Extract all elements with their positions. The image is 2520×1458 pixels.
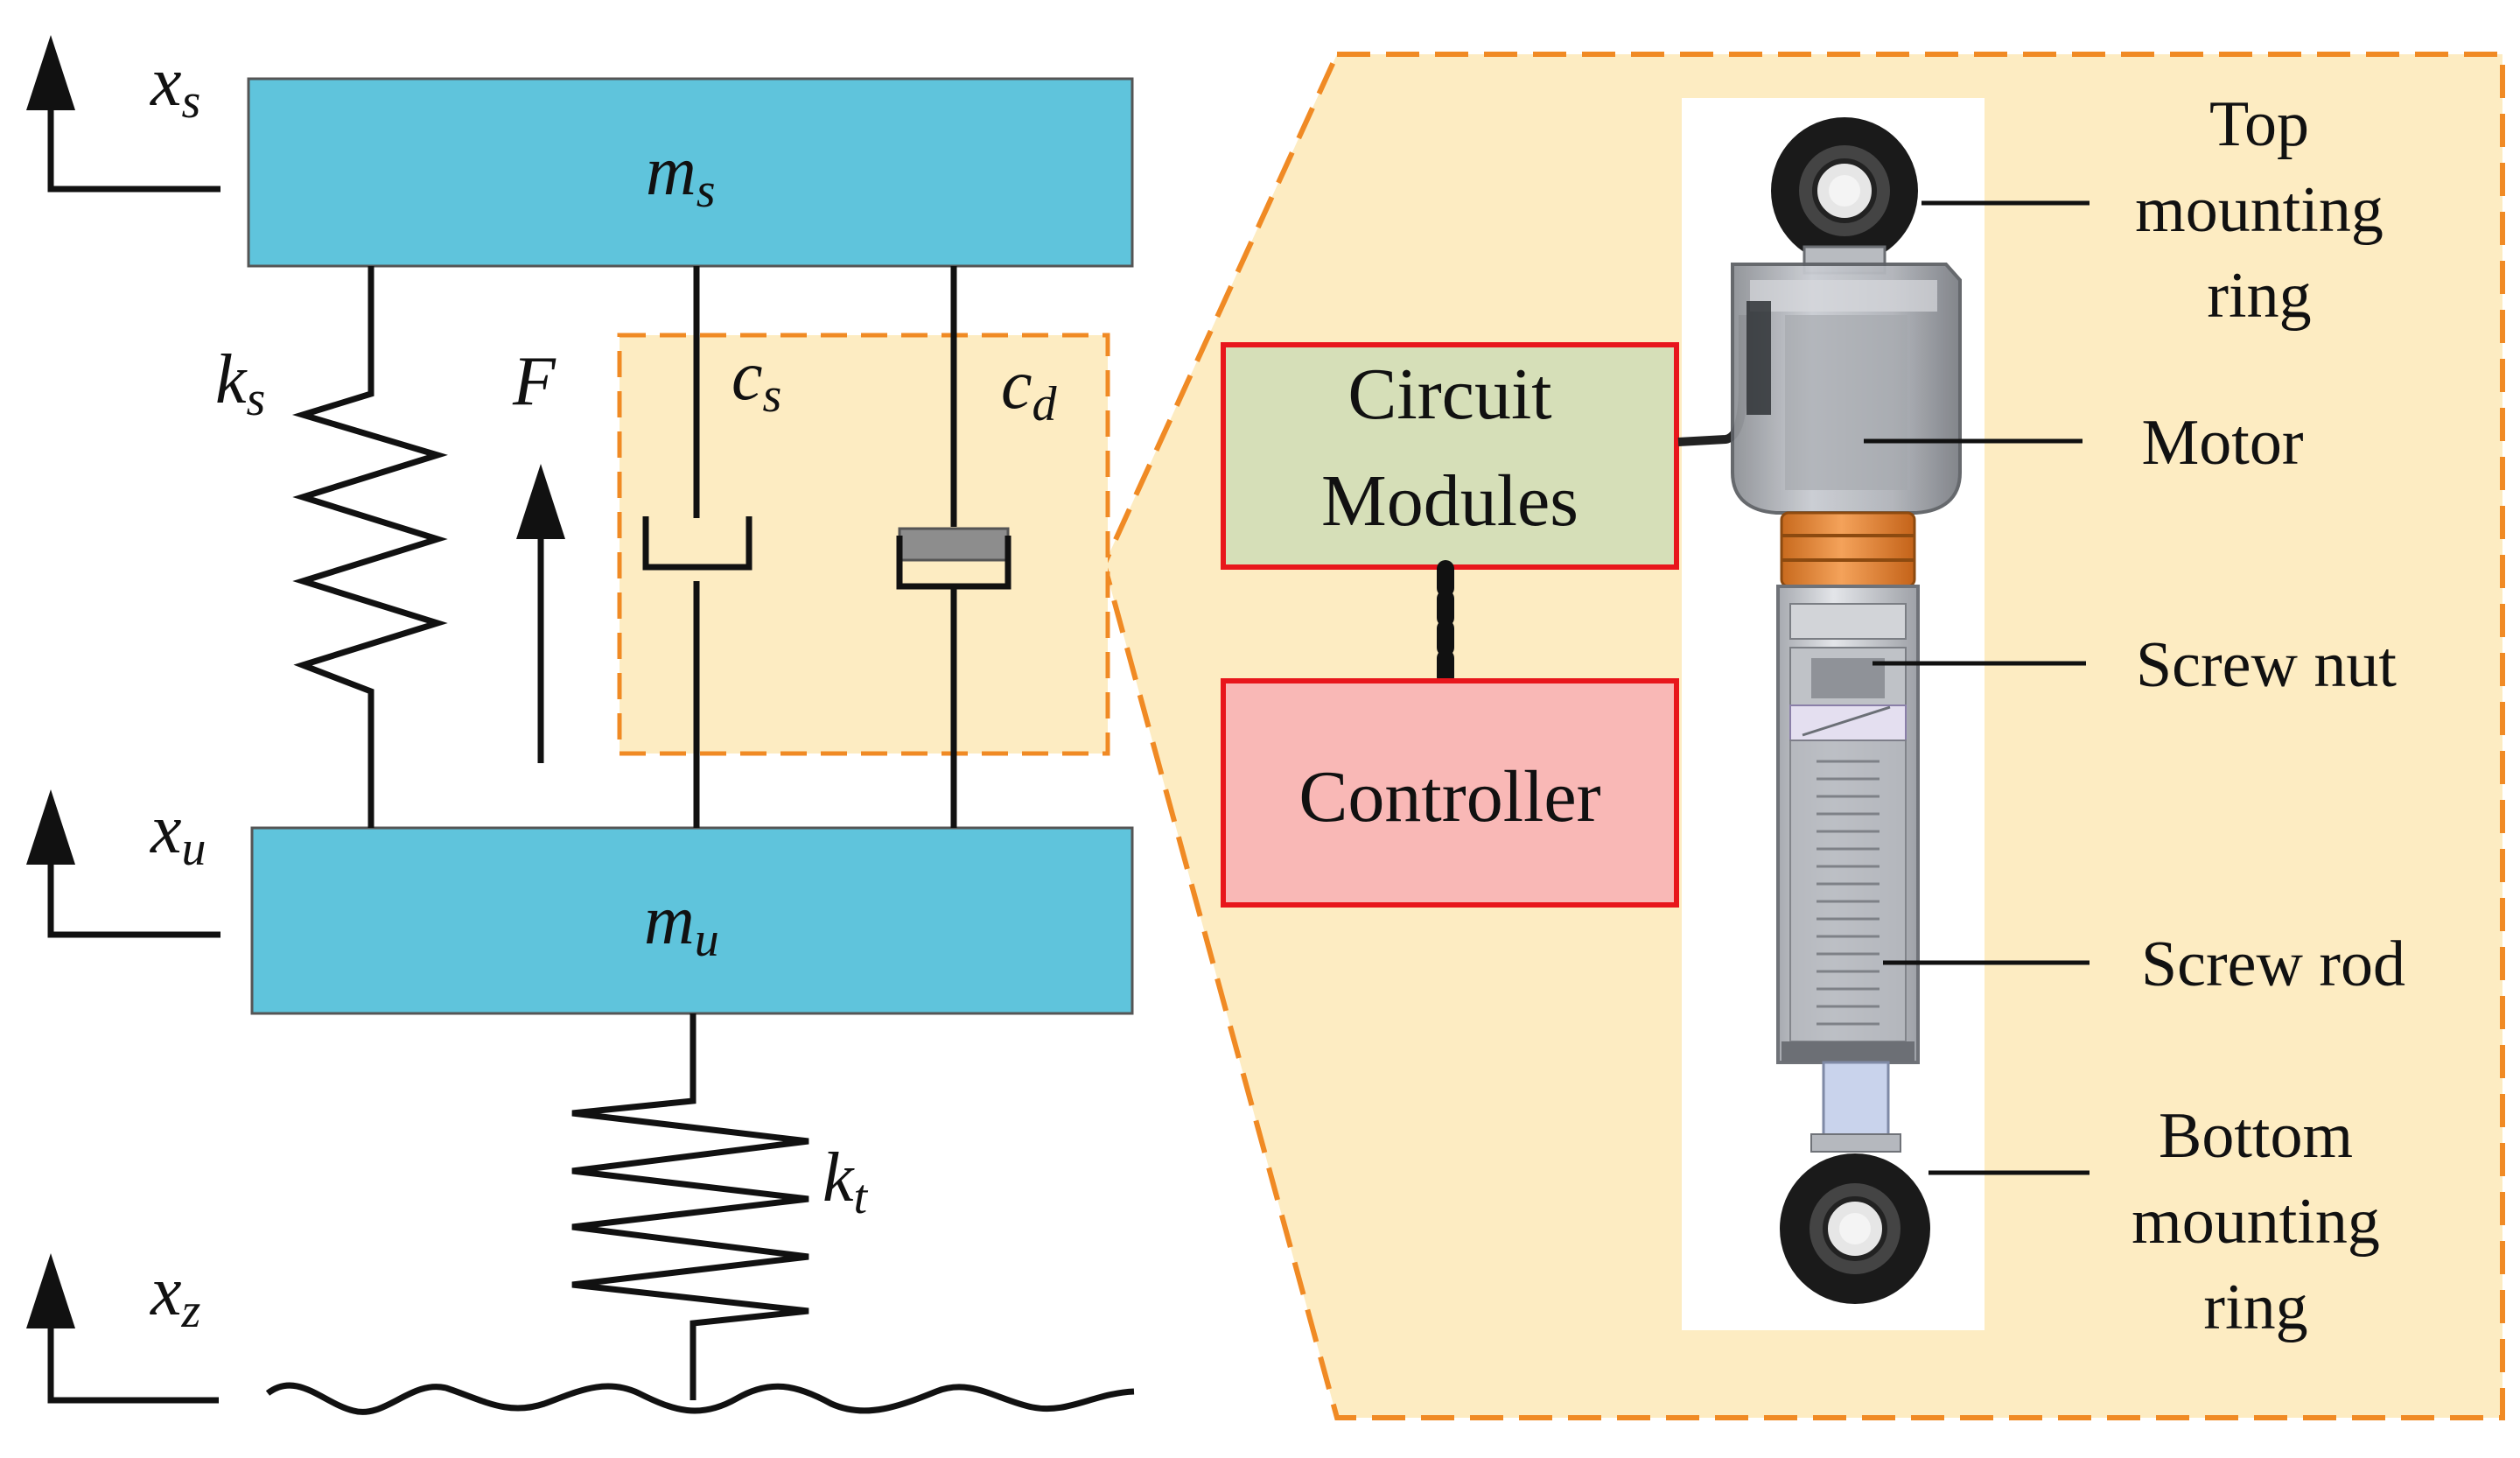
callout-bottom-ring-line3: ring (2203, 1272, 2307, 1343)
coordinate-xs (47, 86, 220, 193)
label-force: F (512, 343, 556, 420)
circuit-modules-block (1221, 342, 1679, 570)
arrow-up-icon (516, 464, 565, 539)
label-xz: xz (150, 1253, 201, 1338)
tire-spring (571, 1013, 809, 1400)
screw-thread (1816, 760, 1880, 1026)
label-xu: xu (150, 791, 206, 876)
label-ks: ks (215, 341, 265, 426)
callout-top-ring-line1: Top (2209, 88, 2309, 160)
coordinate-xu (47, 838, 220, 938)
arrow-up-icon (26, 1253, 75, 1328)
circuit-modules-line2: Modules (1321, 460, 1578, 542)
passive-damper (642, 266, 752, 828)
label-kt: kt (822, 1139, 869, 1224)
label-mu: mu (644, 882, 719, 967)
label-cs: cs (732, 338, 781, 423)
callout-top-ring-line3: ring (2207, 260, 2311, 332)
callout-screw-nut: Screw nut (2136, 629, 2397, 701)
label-cd: cd (1001, 347, 1058, 431)
callout-motor: Motor (2142, 407, 2304, 479)
controllable-damper (896, 266, 1012, 828)
damper-highlight-box (617, 333, 1110, 756)
coordinate-xz (47, 1304, 219, 1404)
circuit-modules-line1: Circuit (1348, 354, 1551, 435)
road-profile (265, 1382, 1135, 1415)
sprung-mass-block (247, 77, 1134, 268)
callout-leaders (1864, 200, 2090, 1175)
callout-bottom-ring-line2: mounting (2132, 1186, 2380, 1258)
suspension-spring (291, 266, 448, 828)
unsprung-mass-block (250, 826, 1134, 1015)
arrow-up-icon (26, 789, 75, 865)
label-ms: ms (646, 133, 716, 218)
controller-label: Controller (1298, 756, 1600, 838)
controller-block (1221, 678, 1679, 908)
arrow-up-icon (26, 35, 75, 110)
callout-screw-rod: Screw rod (2141, 929, 2405, 1000)
actuator-illustration (1677, 117, 1962, 1304)
callout-bottom-ring-line1: Bottom (2159, 1100, 2353, 1172)
callout-top-ring-line2: mounting (2135, 174, 2384, 246)
label-xs: xs (150, 44, 200, 129)
